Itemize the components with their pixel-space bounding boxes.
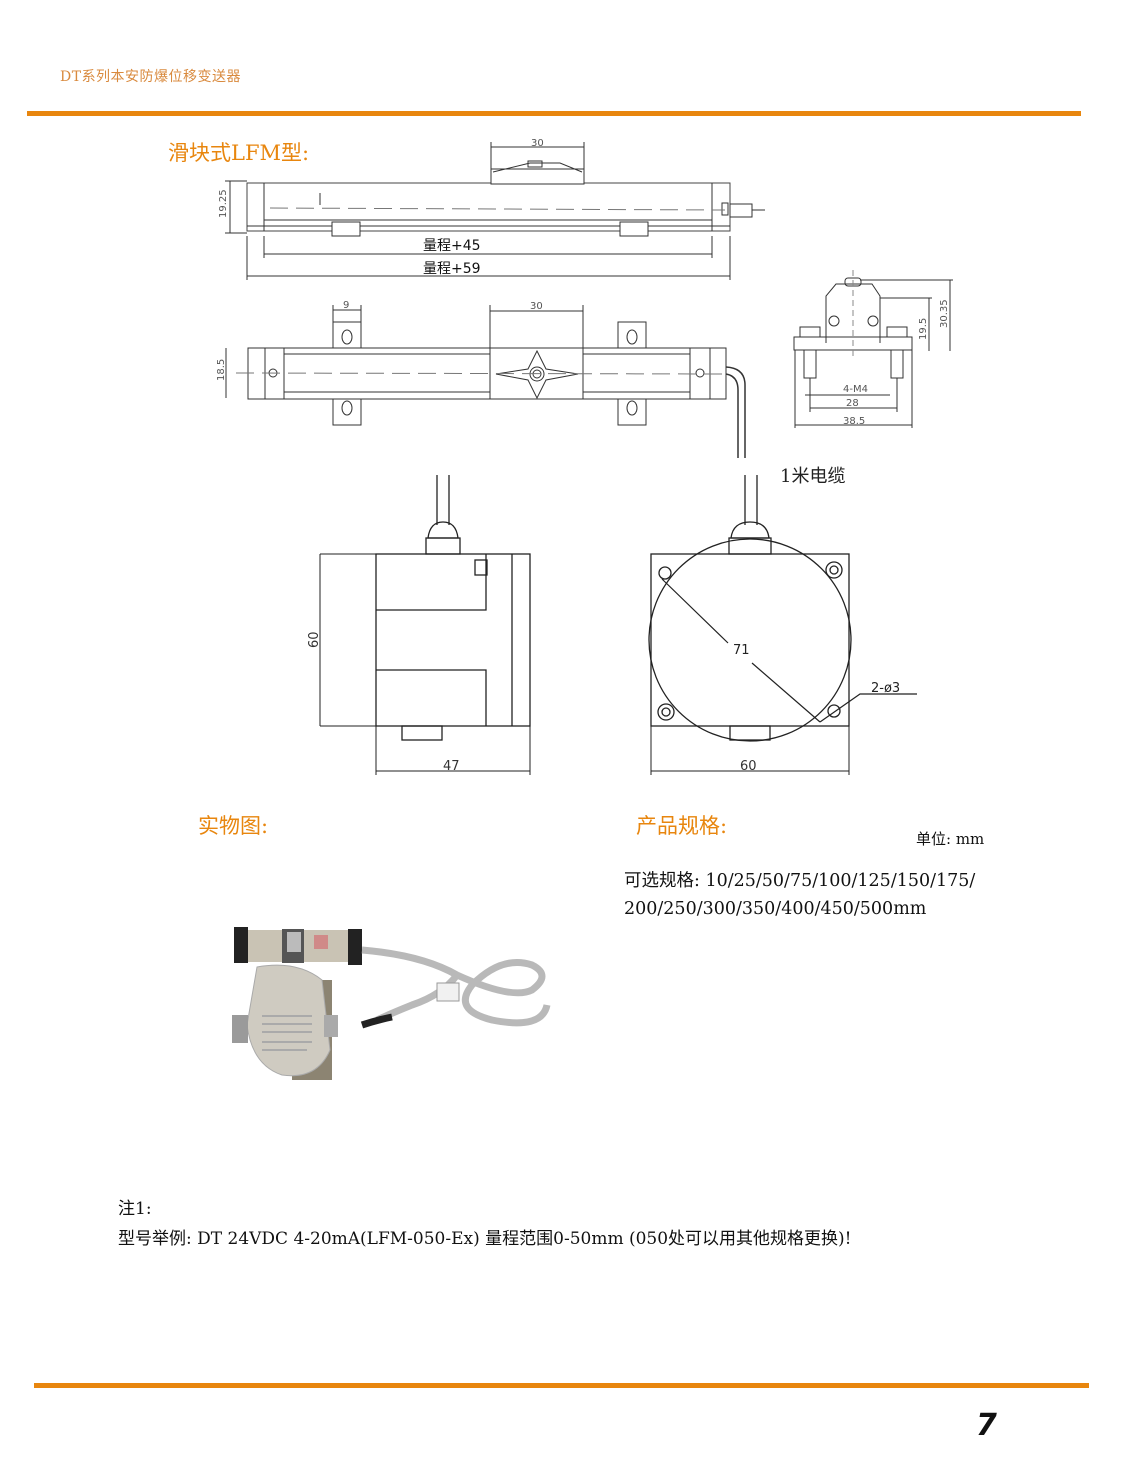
- note-text: 型号举例: DT 24VDC 4-20mA(LFM-050-Ex) 量程范围0-…: [118, 1229, 852, 1249]
- dim-height-b: 30.35: [939, 299, 950, 328]
- dim-slider-width-top: 30: [530, 301, 543, 312]
- dim-length-inner: 量程+45: [423, 238, 481, 254]
- note-label: 注1:: [118, 1199, 152, 1219]
- technical-drawing: 30 19.25 量程+45 量程+59: [216, 138, 953, 775]
- dim-mount-holes: 2-ø3: [871, 681, 900, 696]
- end-view-drawing: [793, 270, 953, 428]
- dim-box-diameter: 71: [733, 643, 750, 658]
- product-photo: [232, 927, 551, 1080]
- dim-box-height: 60: [307, 631, 322, 648]
- section-title-photo: 实物图:: [198, 814, 269, 838]
- dim-screw: 4-M4: [843, 384, 868, 395]
- dim-end-total-width: 38.5: [843, 416, 865, 427]
- dim-box-depth: 47: [443, 759, 460, 774]
- spec-options: 可选规格: 10/25/50/75/100/125/150/175/ 200/2…: [624, 867, 1044, 923]
- page-number: 7: [976, 1408, 997, 1443]
- section-title-spec: 产品规格:: [636, 814, 728, 838]
- top-view-drawing: [225, 305, 746, 458]
- dim-slider-width-side: 30: [531, 138, 544, 149]
- dim-height-top: 18.5: [216, 359, 227, 381]
- header-divider: [27, 111, 1081, 116]
- side-view-drawing: [225, 142, 765, 280]
- unit-label: 单位: mm: [916, 830, 985, 848]
- section-title-lfm: 滑块式LFM型:: [168, 141, 310, 165]
- dim-hole-spacing: 28: [846, 398, 859, 409]
- spec-options-line1: 可选规格: 10/25/50/75/100/125/150/175/: [624, 871, 976, 891]
- box-side-view: [319, 475, 531, 775]
- dim-height-side: 19.25: [218, 189, 229, 218]
- footer-divider: [34, 1383, 1089, 1388]
- dim-length-total: 量程+59: [423, 261, 481, 277]
- box-front-view: [648, 475, 917, 775]
- document-header-title: DT系列本安防爆位移变送器: [60, 69, 242, 85]
- note-block: 注1: 型号举例: DT 24VDC 4-20mA(LFM-050-Ex) 量程…: [118, 1194, 852, 1254]
- dim-box-width: 60: [740, 759, 757, 774]
- spec-options-line2: 200/250/300/350/400/450/500mm: [624, 899, 927, 919]
- cable-label: 1米电缆: [780, 466, 845, 487]
- dim-height-a: 19.5: [918, 318, 929, 340]
- dim-bracket-width: 9: [343, 300, 349, 311]
